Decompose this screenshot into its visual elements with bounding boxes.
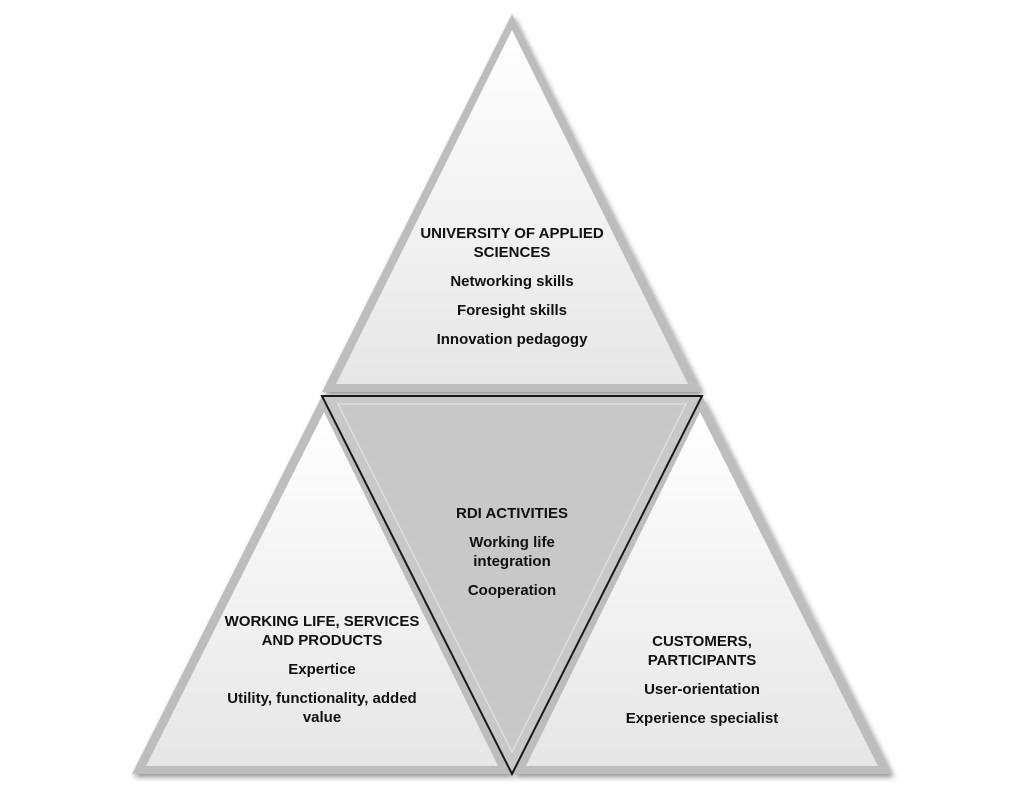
top-triangle-label: UNIVERSITY OF APPLIED SCIENCES Networkin… xyxy=(412,224,612,349)
left-triangle xyxy=(132,396,512,774)
right-item: User-orientation xyxy=(644,681,760,698)
top-triangle xyxy=(322,14,702,392)
top-item: Innovation pedagogy xyxy=(436,331,588,348)
left-item: Expertice xyxy=(288,661,356,678)
left-triangle-label: WORKING LIFE, SERVICES AND PRODUCTS Expe… xyxy=(222,612,422,727)
right-item: Experience specialist xyxy=(625,710,779,727)
top-item: Foresight skills xyxy=(456,302,568,319)
center-item: Cooperation xyxy=(467,582,557,599)
top-item: Networking skills xyxy=(450,273,574,290)
right-triangle xyxy=(512,396,892,774)
left-item: Utility, functionality, added value xyxy=(227,690,417,726)
right-title: CUSTOMERS, PARTICIPANTS xyxy=(647,633,757,669)
center-triangle-label: RDI ACTIVITIES Working life integration … xyxy=(432,504,592,600)
center-title: RDI ACTIVITIES xyxy=(456,505,568,522)
top-title: UNIVERSITY OF APPLIED SCIENCES xyxy=(420,225,604,261)
center-triangle xyxy=(320,395,704,777)
center-item: Working life integration xyxy=(469,534,555,570)
left-title: WORKING LIFE, SERVICES AND PRODUCTS xyxy=(224,613,420,649)
right-triangle-label: CUSTOMERS, PARTICIPANTS User-orientation… xyxy=(602,632,802,728)
